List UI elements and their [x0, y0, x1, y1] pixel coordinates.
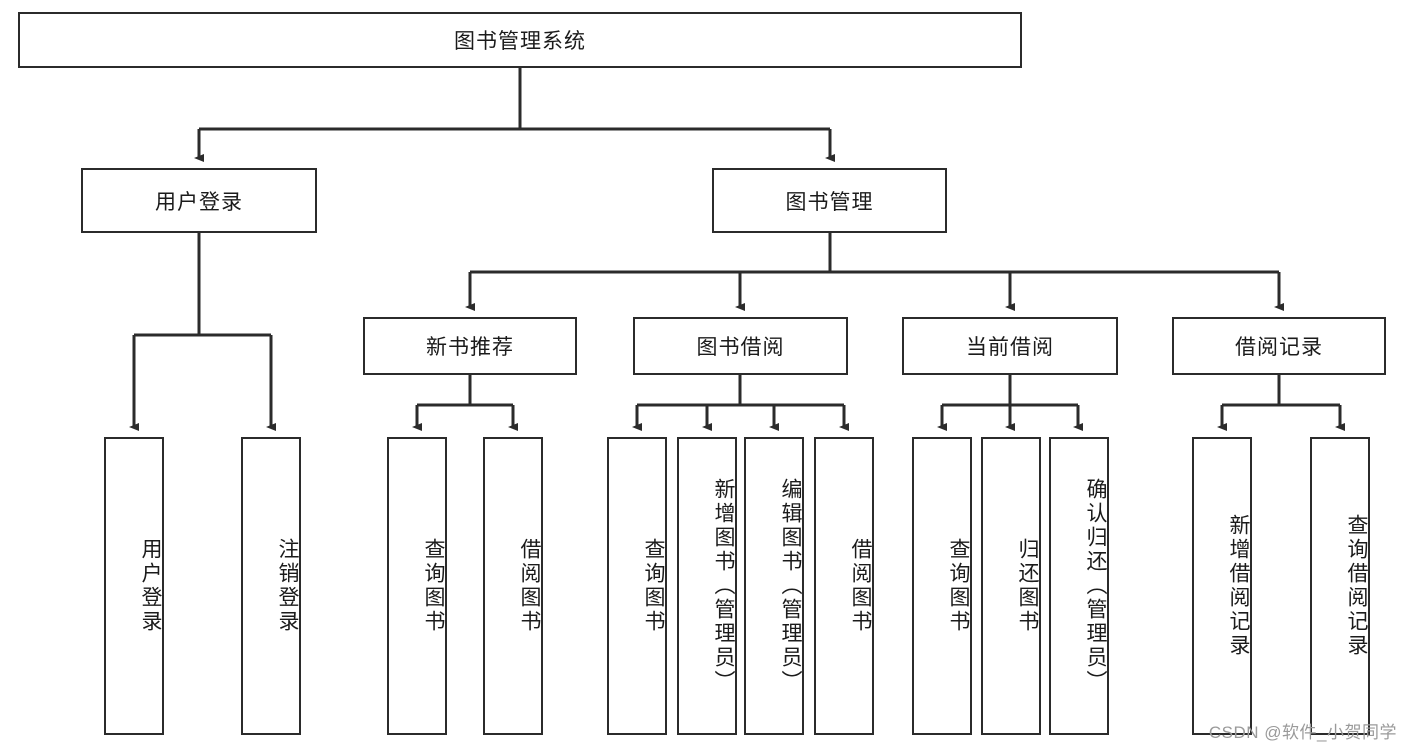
node-label: 用户登录 [155, 190, 243, 214]
leaf-new-book-borrow[interactable]: 借阅图书 [483, 437, 543, 735]
leaf-user-login-login[interactable]: 用户登录 [104, 437, 164, 735]
node-label: 图书管理 [785, 190, 874, 214]
leaf-current-borrow-confirm-return[interactable]: 确认归还（管理员） [1049, 437, 1109, 735]
node-label: 新增图书（管理员） [712, 478, 735, 694]
node-new-book-recommend[interactable]: 新书推荐 [363, 317, 577, 375]
node-label: 借阅图书 [849, 538, 872, 634]
node-root-system[interactable]: 图书管理系统 [18, 12, 1022, 68]
leaf-borrow-record-query[interactable]: 查询借阅记录 [1310, 437, 1370, 735]
node-label: 图书管理系统 [454, 30, 586, 53]
node-label: 当前借阅 [966, 336, 1054, 359]
node-label: 借阅图书 [518, 538, 541, 634]
leaf-book-borrow-add[interactable]: 新增图书（管理员） [677, 437, 737, 735]
node-label: 注销登录 [276, 538, 299, 634]
leaf-borrow-record-add[interactable]: 新增借阅记录 [1192, 437, 1252, 735]
node-borrow-records[interactable]: 借阅记录 [1172, 317, 1386, 375]
node-label: 查询借阅记录 [1345, 514, 1368, 658]
leaf-book-borrow-edit[interactable]: 编辑图书（管理员） [744, 437, 804, 735]
node-label: 查询图书 [422, 538, 445, 634]
node-book-management[interactable]: 图书管理 [712, 168, 947, 233]
node-label: 确认归还（管理员） [1084, 478, 1107, 694]
node-label: 查询图书 [642, 538, 665, 634]
node-label: 新增借阅记录 [1227, 514, 1250, 658]
node-book-borrow[interactable]: 图书借阅 [633, 317, 848, 375]
node-label: 图书借阅 [696, 336, 785, 359]
leaf-user-login-logout[interactable]: 注销登录 [241, 437, 301, 735]
node-label: 用户登录 [139, 538, 162, 634]
leaf-book-borrow-query[interactable]: 查询图书 [607, 437, 667, 735]
leaf-new-book-query[interactable]: 查询图书 [387, 437, 447, 735]
leaf-book-borrow-borrow[interactable]: 借阅图书 [814, 437, 874, 735]
node-label: 编辑图书（管理员） [779, 478, 802, 694]
leaf-current-borrow-return[interactable]: 归还图书 [981, 437, 1041, 735]
node-user-login[interactable]: 用户登录 [81, 168, 317, 233]
node-label: 新书推荐 [426, 336, 514, 359]
leaf-current-borrow-query[interactable]: 查询图书 [912, 437, 972, 735]
node-label: 归还图书 [1016, 538, 1039, 634]
node-label: 借阅记录 [1235, 336, 1323, 359]
node-current-borrow[interactable]: 当前借阅 [902, 317, 1118, 375]
csdn-watermark: CSDN @软件_小贺同学 [1208, 723, 1397, 742]
node-label: 查询图书 [947, 538, 970, 634]
